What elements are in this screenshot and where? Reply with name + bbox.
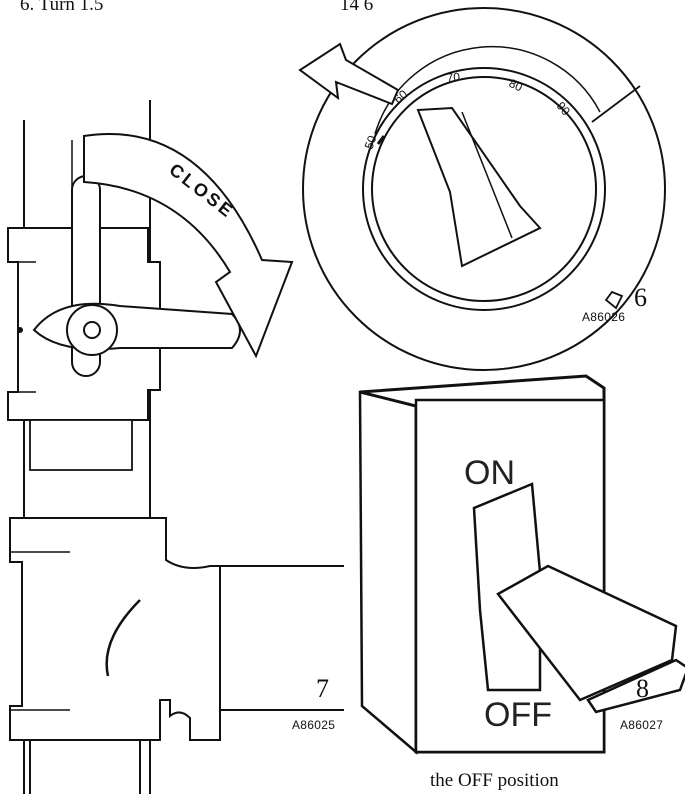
pipe-coupling (29, 419, 133, 471)
dial-tick-70: 70 (446, 70, 461, 85)
dial-setting-line (591, 85, 641, 123)
tee-arc-mark (105, 599, 141, 677)
dial-marker-tick (376, 135, 386, 145)
gas-valve-figure (7, 100, 344, 794)
figure-number-7: 7 (316, 674, 329, 703)
toggle-base (472, 482, 542, 692)
figure-code-6: A86026 (582, 310, 626, 324)
dial-inner-ring (362, 67, 606, 311)
dial-turn-arrow (298, 42, 400, 106)
switch-labels: ON OFF (464, 454, 552, 734)
figure-number-8: 8 (636, 674, 649, 703)
toggle-lever (496, 564, 678, 702)
figure-code-7: A86025 (292, 718, 336, 732)
switch-on-label: ON (464, 454, 515, 492)
dial-tick-80: 80 (507, 76, 525, 94)
tee-side-outlet (220, 565, 344, 711)
valve-hub-center (83, 321, 101, 339)
valve-pivot-dot (17, 327, 23, 333)
toggle-tip (586, 658, 685, 714)
dial-pointer-shadow (461, 111, 513, 239)
cropped-bottom-text: the OFF position (430, 770, 559, 791)
switch-off-label: OFF (484, 696, 552, 734)
valve-lever (32, 302, 241, 351)
dial-screw-mark (604, 290, 624, 310)
thermostat-dial-figure (298, 7, 666, 371)
cropped-top-text-right: 14 6 (340, 0, 374, 15)
close-arrow (83, 133, 294, 359)
switch-plate-side (358, 388, 418, 755)
dial-tick-50: 50 (362, 133, 380, 151)
dial-outer-ring (302, 7, 666, 371)
tee-fitting (9, 517, 221, 741)
dial-pointer-knob (416, 106, 542, 268)
wall-switch-figure (358, 374, 685, 755)
cropped-top-text-left: 6. Turn 1.5 (20, 0, 104, 15)
figure-number-6: 6 (634, 283, 647, 312)
figure-code-8: A86027 (620, 718, 664, 732)
